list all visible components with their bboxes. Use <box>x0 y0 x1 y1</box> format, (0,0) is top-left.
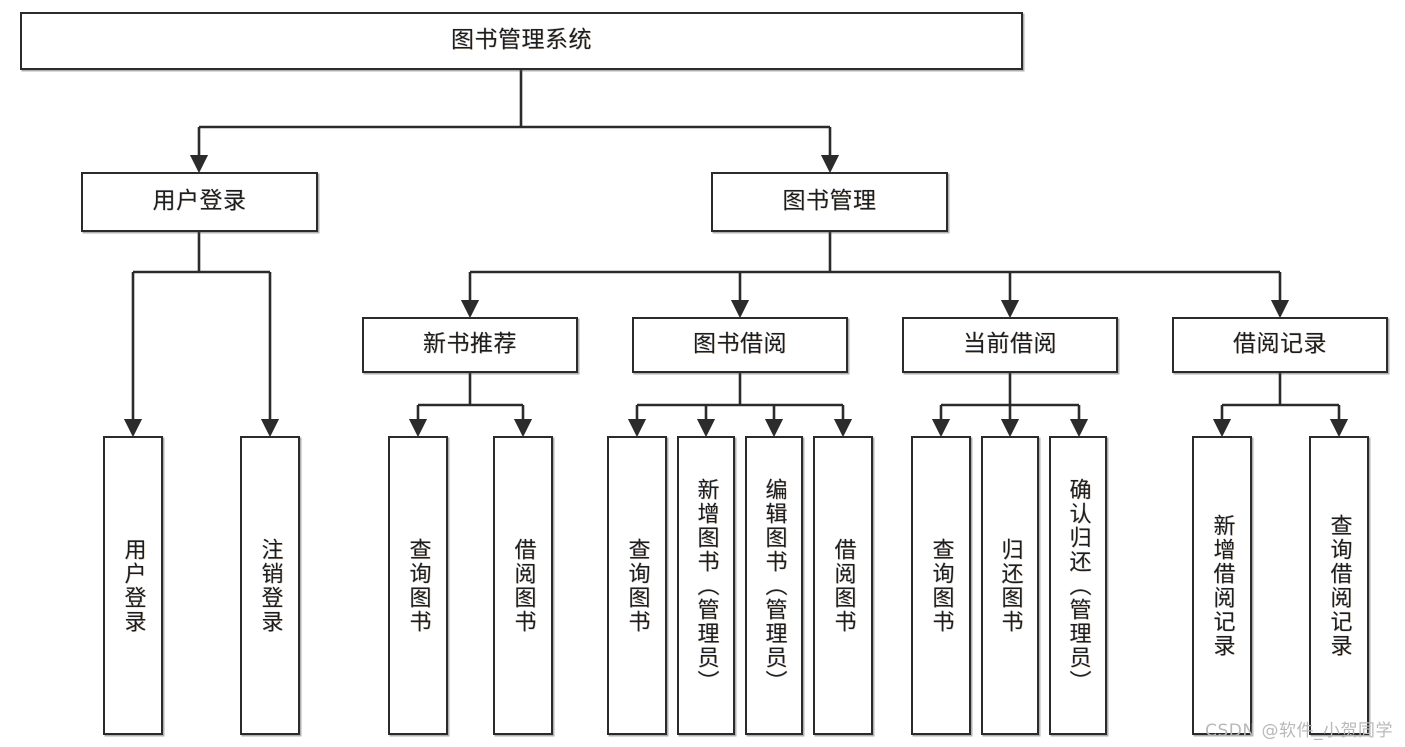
node-book-manage-label: 图书管理 <box>782 188 877 215</box>
node-leaf-query-book-1[interactable]: 查询图书 <box>388 436 448 735</box>
node-leaf-borrow-book-2[interactable]: 借阅图书 <box>813 436 873 735</box>
node-user-login-label: 用户登录 <box>152 188 247 215</box>
node-new-book-rec-label: 新书推荐 <box>423 331 517 358</box>
node-user-login[interactable]: 用户登录 <box>81 172 318 232</box>
node-book-borrow-label: 图书借阅 <box>693 331 787 358</box>
node-leaf-return-book[interactable]: 归还图书 <box>981 436 1039 735</box>
node-leaf-query-book-2[interactable]: 查询图书 <box>607 436 667 735</box>
node-leaf-add-book-label: 新增图书（管理员） <box>693 477 719 694</box>
node-leaf-confirm-return[interactable]: 确认归还（管理员） <box>1049 436 1107 735</box>
node-current-borrow-label: 当前借阅 <box>963 331 1057 358</box>
node-leaf-add-book[interactable]: 新增图书（管理员） <box>677 436 735 735</box>
node-new-book-rec[interactable]: 新书推荐 <box>362 317 578 373</box>
node-leaf-add-record[interactable]: 新增借阅记录 <box>1192 436 1252 735</box>
node-leaf-add-record-label: 新增借阅记录 <box>1209 513 1235 658</box>
node-leaf-logout[interactable]: 注销登录 <box>240 436 300 735</box>
node-leaf-borrow-book-1-label: 借阅图书 <box>510 537 536 634</box>
node-leaf-edit-book-label: 编辑图书（管理员） <box>761 477 787 694</box>
node-leaf-query-record-label: 查询借阅记录 <box>1326 513 1352 658</box>
node-borrow-record[interactable]: 借阅记录 <box>1172 317 1388 373</box>
node-leaf-borrow-book-2-label: 借阅图书 <box>830 537 856 634</box>
watermark-text: CSDN @软件_小贺同学 <box>1205 721 1393 741</box>
node-book-borrow[interactable]: 图书借阅 <box>632 317 848 373</box>
node-leaf-query-book-3-label: 查询图书 <box>928 537 954 634</box>
node-root[interactable]: 图书管理系统 <box>20 12 1023 70</box>
node-leaf-user-login-label: 用户登录 <box>120 537 146 634</box>
node-leaf-borrow-book-1[interactable]: 借阅图书 <box>493 436 553 735</box>
node-leaf-return-book-label: 归还图书 <box>997 537 1023 634</box>
node-borrow-record-label: 借阅记录 <box>1233 331 1327 358</box>
node-root-label: 图书管理系统 <box>451 27 592 54</box>
node-leaf-query-book-2-label: 查询图书 <box>624 537 650 634</box>
node-leaf-user-login[interactable]: 用户登录 <box>103 436 163 735</box>
node-current-borrow[interactable]: 当前借阅 <box>902 317 1118 373</box>
node-leaf-logout-label: 注销登录 <box>257 537 283 634</box>
node-leaf-query-book-3[interactable]: 查询图书 <box>911 436 971 735</box>
node-book-manage[interactable]: 图书管理 <box>711 172 948 232</box>
node-leaf-query-record[interactable]: 查询借阅记录 <box>1309 436 1369 735</box>
node-leaf-edit-book[interactable]: 编辑图书（管理员） <box>745 436 803 735</box>
node-leaf-query-book-1-label: 查询图书 <box>405 537 431 634</box>
node-leaf-confirm-return-label: 确认归还（管理员） <box>1065 477 1091 694</box>
